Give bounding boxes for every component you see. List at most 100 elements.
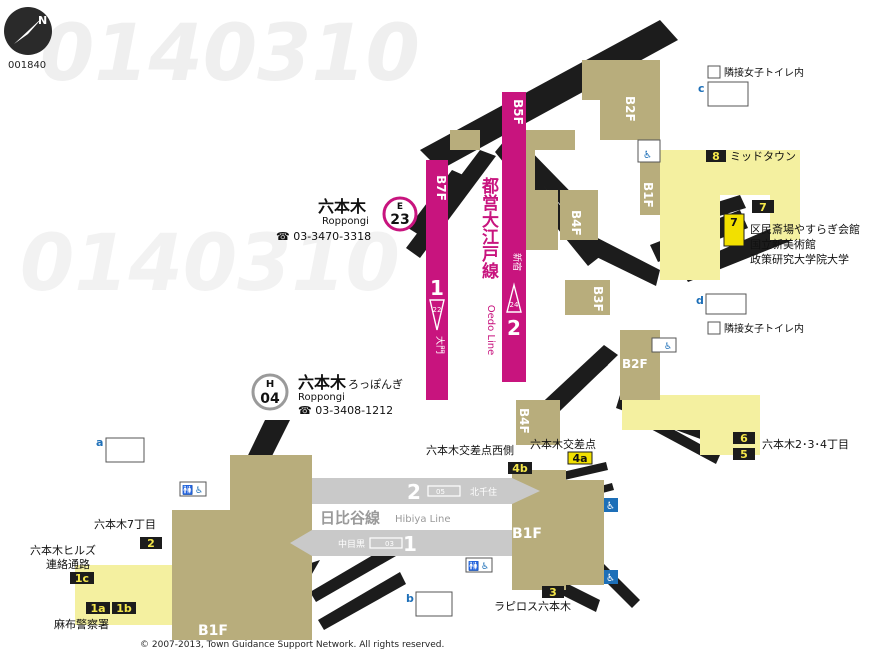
exit-3-label: ラピロス六本木 bbox=[494, 599, 571, 613]
toilet-d-note: 隣接女子トイレ内 bbox=[724, 322, 804, 335]
oedo-station-romaji: Roppongi bbox=[322, 216, 369, 227]
exit-2-label: 六本木7丁目 bbox=[94, 517, 156, 531]
hibiya-platform-1-arrow bbox=[369, 537, 403, 549]
exit-1a-label: 麻布警察署 bbox=[54, 617, 109, 631]
toilet-b-wheelchair-icon: ♿ bbox=[481, 562, 489, 572]
elevator-icon: ♿ bbox=[606, 501, 615, 512]
elevator-icon-2: ♿ bbox=[606, 573, 615, 584]
map-id: 001840 bbox=[8, 60, 46, 71]
toilet-d-icons bbox=[705, 293, 747, 315]
toilet-b-icons bbox=[415, 591, 453, 617]
hibiya-station-kana: ろっぽんぎ bbox=[348, 377, 403, 391]
oedo-platform-1-dest: 大門 bbox=[434, 336, 446, 354]
hibiya-platform-1-number: 1 bbox=[403, 532, 417, 556]
exit-7-label-2: 国立新美術館 bbox=[750, 237, 816, 251]
exit-6-label: 六本木2･3･4丁目 bbox=[762, 437, 849, 451]
hibiya-platform-1-next: 03 bbox=[385, 540, 394, 548]
toilet-c-note: 隣接女子トイレ内 bbox=[724, 66, 804, 79]
level-b3f: B3F bbox=[591, 286, 605, 312]
concourse-blocks bbox=[172, 60, 660, 640]
exit-1c-label-2: 連絡通路 bbox=[46, 557, 90, 571]
exit-7-yellow-number: 7 bbox=[730, 216, 738, 229]
hibiya-platform-1-dest: 中目黒 bbox=[338, 538, 365, 550]
toilet-b-gender-icon: 🚻 bbox=[468, 560, 479, 572]
hibiya-platform-2-number: 2 bbox=[407, 480, 421, 504]
exit-4a-label: 六本木交差点 bbox=[530, 437, 596, 451]
copyright-text: © 2007-2013, Town Guidance Support Netwo… bbox=[140, 640, 444, 650]
watermark-text: 0140310 bbox=[40, 9, 420, 99]
hibiya-station-code-letter: H bbox=[266, 379, 274, 390]
toilet-c-letter: c bbox=[698, 82, 705, 95]
hibiya-platform-2-dest: 北千住 bbox=[470, 486, 497, 498]
oedo-platform-2-next: 24 bbox=[510, 301, 519, 309]
toilet-c-icons bbox=[707, 81, 749, 107]
hibiya-line-name-en: Hibiya Line bbox=[395, 514, 451, 525]
hibiya-platforms bbox=[290, 478, 540, 556]
oedo-platform-2-number: 2 bbox=[507, 316, 521, 340]
exit-1c-label: 六本木ヒルズ bbox=[30, 543, 96, 557]
hibiya-platform-2-next: 05 bbox=[436, 488, 445, 496]
watermark-text-2: 0140310 bbox=[20, 219, 400, 309]
compass-icon: N bbox=[4, 7, 52, 55]
oedo-direction-arrow-2 bbox=[506, 282, 522, 313]
exit-7-number: 7 bbox=[759, 201, 767, 214]
exit-1a-number: 1a bbox=[90, 602, 105, 615]
exit-3-number: 3 bbox=[549, 586, 557, 599]
oedo-platform-1-next: 22 bbox=[433, 306, 442, 314]
level-b5f: B5F bbox=[511, 99, 525, 125]
exit-7-label: 区民斎場やすらぎ会館 bbox=[750, 222, 860, 236]
hibiya-platform-2-arrow bbox=[427, 485, 461, 497]
oedo-line-name-en: Oedo Line bbox=[485, 305, 496, 356]
exit-2-number: 2 bbox=[147, 537, 155, 550]
hibiya-station-phone: ☎ 03-3408-1212 bbox=[298, 404, 393, 417]
svg-text:N: N bbox=[38, 14, 47, 27]
elevator-icons: ♿ ♿ bbox=[604, 498, 618, 584]
exit-4b-number: 4b bbox=[512, 462, 528, 475]
hibiya-station-name: 六本木 bbox=[298, 373, 347, 392]
exit-4b-label: 六本木交差点西側 bbox=[426, 443, 514, 457]
toilet-a-gender-icon: 🚻 bbox=[182, 484, 193, 496]
oedo-station-name: 六本木 bbox=[318, 197, 367, 216]
hibiya-line-name: 日比谷線 bbox=[320, 509, 380, 527]
exit-6-number: 6 bbox=[740, 432, 748, 445]
toilet-a-wheelchair-icon: ♿ bbox=[195, 486, 203, 496]
exit-5-number: 5 bbox=[740, 448, 748, 461]
toilet-d-wheelchair-icon: ♿ bbox=[664, 342, 672, 352]
exit-1c-number: 1c bbox=[75, 572, 89, 585]
toilet-a: a 🚻 ♿ bbox=[96, 436, 207, 497]
oedo-station-sign: 六本木 Roppongi ☎ 03-3470-3318 E 23 bbox=[276, 196, 418, 243]
toilet-d: d 隣接女子トイレ内 ♿ bbox=[651, 293, 804, 353]
exit-1b-number: 1b bbox=[116, 602, 132, 615]
hibiya-station-code-number: 04 bbox=[260, 391, 280, 407]
level-b4f-mid: B4F bbox=[517, 408, 531, 434]
oedo-station-phone: ☎ 03-3470-3318 bbox=[276, 230, 371, 243]
oedo-station-code-number: 23 bbox=[390, 212, 409, 228]
oedo-line-name: 都営大江戸線 bbox=[478, 176, 500, 280]
oedo-station-code-letter: E bbox=[397, 202, 403, 212]
toilet-a-icons bbox=[105, 437, 145, 463]
level-b1f-right: B1F bbox=[512, 526, 542, 542]
oedo-platform-2-dest: 新宿 bbox=[511, 253, 523, 271]
toilet-c-wheelchair-icon: ♿ bbox=[643, 150, 652, 161]
exit-8-number: 8 bbox=[712, 150, 720, 163]
oedo-direction-arrow-1 bbox=[429, 299, 445, 331]
level-b2f-mid: B2F bbox=[622, 357, 648, 371]
exit-7-label-3: 政策研究大学院大学 bbox=[750, 252, 849, 266]
level-b7f: B7F bbox=[434, 175, 448, 201]
toilet-a-letter: a bbox=[96, 436, 103, 449]
exit-8-label: ミッドタウン bbox=[730, 150, 796, 163]
toilet-c: 隣接女子トイレ内 c ♿ bbox=[637, 65, 804, 163]
oedo-platforms bbox=[426, 92, 526, 400]
level-b2f-top: B2F bbox=[623, 96, 637, 122]
toilet-d-letter: d bbox=[696, 294, 704, 307]
oedo-platform-1-number: 1 bbox=[430, 276, 444, 300]
toilet-b: b 🚻 ♿ bbox=[406, 557, 493, 617]
level-b4f-top: B4F bbox=[569, 210, 583, 236]
hibiya-station-romaji: Roppongi bbox=[298, 392, 345, 403]
exit-4a-number: 4a bbox=[572, 452, 587, 465]
toilet-b-letter: b bbox=[406, 592, 414, 605]
level-b1f-top: B1F bbox=[641, 182, 655, 208]
hibiya-station-sign: H 04 六本木 ろっぽんぎ Roppongi ☎ 03-3408-1212 bbox=[251, 373, 403, 417]
level-b1f-left: B1F bbox=[198, 623, 228, 639]
